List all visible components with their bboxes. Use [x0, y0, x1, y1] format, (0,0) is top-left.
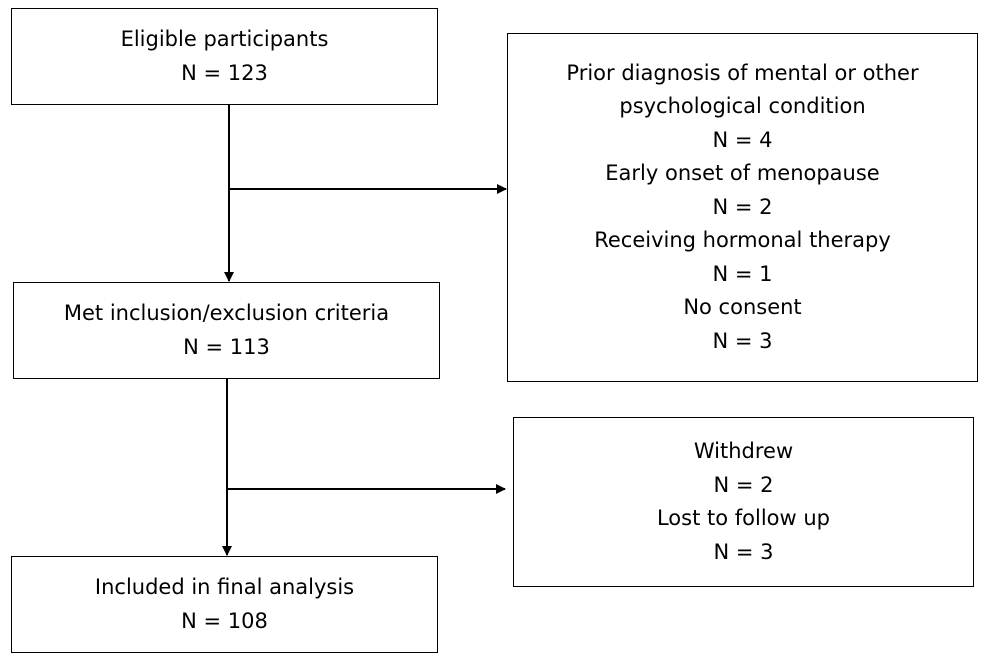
- dropout-reason-label: Withdrew: [693, 439, 794, 463]
- met-criteria-count: N = 113: [183, 334, 270, 359]
- exclusion-reason-count: N = 3: [712, 328, 773, 353]
- exclusion-reason-label: Prior diagnosis of mental or other: [566, 60, 919, 85]
- exclusion-reason-label: Receiving hormonal therapy: [594, 228, 891, 253]
- exclusion-reason-count: N = 4: [712, 127, 773, 152]
- met-criteria-label: Met inclusion/exclusion criteria: [63, 301, 390, 325]
- dropout-reason-count: N = 2: [713, 472, 774, 497]
- met-criteria-box: Met inclusion/exclusion criteria N = 113: [13, 282, 440, 379]
- included-box: Included in final analysis N = 108: [11, 556, 438, 653]
- dropout-reasons-box: Withdrew N = 2 Lost to follow up N = 3: [513, 417, 974, 587]
- exclusion-reason-label: psychological condition: [619, 94, 866, 119]
- eligible-label: Eligible participants: [120, 27, 329, 51]
- exclusion-reasons-box: Prior diagnosis of mental or other psych…: [507, 33, 978, 382]
- dropout-reason-count: N = 3: [713, 539, 774, 564]
- included-count: N = 108: [181, 608, 268, 633]
- exclusion-reason-count: N = 2: [712, 194, 773, 219]
- included-label: Included in final analysis: [94, 575, 355, 599]
- exclusion-reason-count: N = 1: [712, 261, 773, 286]
- eligible-count: N = 123: [181, 60, 268, 85]
- eligible-participants-box: Eligible participants N = 123: [11, 8, 438, 105]
- exclusion-reason-label: Early onset of menopause: [605, 161, 880, 186]
- dropout-reason-label: Lost to follow up: [656, 506, 831, 530]
- exclusion-reason-label: No consent: [683, 295, 802, 320]
